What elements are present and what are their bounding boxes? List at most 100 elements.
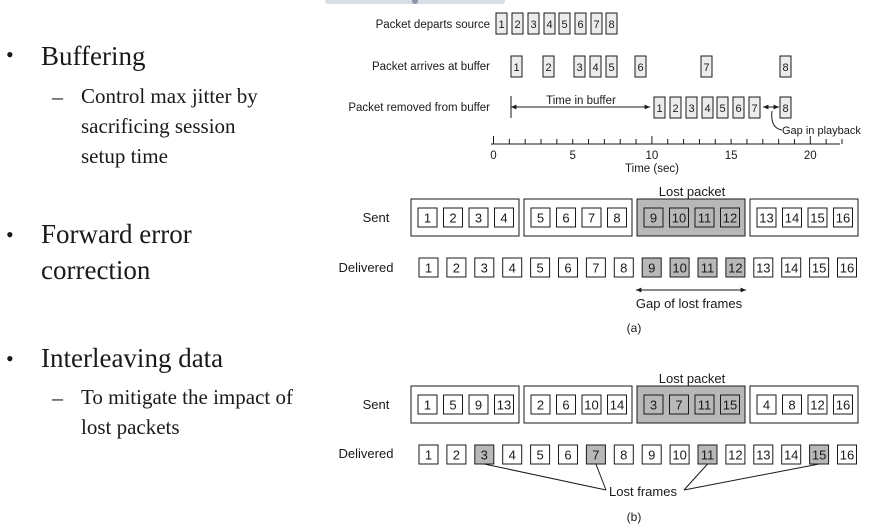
packet-arrives: 6 [634,55,647,78]
delivered-frame: 8 [613,444,634,465]
sub-bullet-dash: – [52,385,63,410]
packet-arrives: 3 [573,55,586,78]
sent-frame: 11 [694,394,715,415]
packet-departs: 4 [543,12,556,35]
bullet-fec-line1: Forward error [41,219,192,249]
sent-frame-label: 1 [424,398,431,413]
delivered-frame: 15 [809,257,830,278]
sent-frame: 13 [756,207,777,228]
packet-arrives-label: 8 [782,62,788,74]
sent-frame: 10 [581,394,602,415]
packet-removed-label: 1 [656,103,662,115]
delivered-frame-label: 10 [672,448,686,463]
packet-removed: 2 [669,96,682,119]
packet-removed: 7 [748,96,761,119]
sent-frame-label: 5 [537,211,544,226]
sent-frame-label: 9 [475,398,482,413]
delivered-frame-label: 16 [840,448,854,463]
sent-frame-label: 10 [584,398,598,413]
delivered-frame: 3 [474,444,495,465]
delivered-frame: 7 [585,257,606,278]
delivered-frame: 6 [558,444,578,465]
delivered-frame: 8 [613,257,634,278]
delivered-frame: 13 [753,257,774,278]
sub-bullet-dash: – [52,84,63,109]
sent-frame: 9 [468,394,489,415]
delivered-frame: 14 [781,257,802,278]
sent-frame-label: 14 [785,211,799,226]
sent-frame: 14 [607,394,627,415]
packet-arrives-label: 2 [545,62,551,74]
packet-departs-label: 8 [608,19,614,31]
lost-frame-connector [595,463,607,491]
bullet-dot: • [6,42,14,67]
lost-frame-connector [484,463,607,491]
delivered-frame-label: 14 [784,448,798,463]
delivered-frame-label: 15 [812,261,826,276]
time-in-buffer-label: Time in buffer [546,95,616,107]
sub-bullet-line: setup time [81,144,168,168]
packet-arrives-label: 7 [703,62,709,74]
lost-frame-connector [683,463,708,491]
lost-frames-label: Lost frames [609,484,677,499]
packet-removed-label: 2 [672,103,678,115]
sent-label-a: Sent [363,210,390,225]
delivered-frame: 12 [725,444,746,465]
packet-removed-label: 8 [782,103,788,115]
delivered-frame-label: 13 [756,261,770,276]
packet-departs-label: 4 [546,19,552,31]
sent-frame: 15 [807,207,828,228]
delivered-frame: 4 [502,444,523,465]
delivered-frame: 1 [418,444,439,465]
sent-frame-label: 13 [759,211,773,226]
delivered-frame-label: 5 [536,261,543,276]
sent-frame-label: 1 [424,211,431,226]
packet-arrives: 1 [510,55,523,78]
caption-a: (a) [627,321,642,335]
delivered-frame-label: 15 [812,448,826,463]
sent-frame: 1 [417,207,438,228]
delivered-label-a: Delivered [339,260,394,275]
sent-frame-label: 4 [500,211,507,226]
packet-arrives: 5 [605,55,618,78]
time-axis-label: Time (sec) [625,163,679,175]
packet-removed-label: 6 [735,103,741,115]
sent-frame-label: 3 [650,398,657,413]
sub-bullet-line: Control max jitter by [81,84,258,108]
sent-frame: 4 [494,207,514,228]
sub-bullet-line: sacrificing session [81,114,236,138]
sent-frame: 14 [782,207,802,228]
delivered-frame: 13 [753,444,774,465]
sent-frame: 4 [756,394,777,415]
sent-frame-label: 16 [836,398,850,413]
delivered-frame-label: 6 [564,261,571,276]
lost-packet-label-a: Lost packet [659,184,726,199]
axis-tick-label: 10 [646,150,659,162]
packet-removed-label: 7 [751,103,757,115]
packet-arrives: 2 [542,55,555,78]
packet-arrives-label: 3 [576,62,582,74]
row-label-removed: Packet removed from buffer [348,102,490,114]
delivered-frame-label: 3 [481,261,488,276]
packet-removed-label: 4 [704,103,710,115]
packet-removed: 3 [685,96,698,119]
delivered-frame: 11 [697,257,718,278]
sent-frame: 13 [494,394,514,415]
sent-frame-label: 6 [562,211,569,226]
packet-departs-label: 6 [577,19,583,31]
packet-departs-label: 7 [593,19,599,31]
delivered-frame-label: 12 [728,448,742,463]
delivered-frame: 5 [530,444,551,465]
sent-frame-label: 4 [763,398,770,413]
delivered-frame-label: 16 [840,261,854,276]
packet-departs: 1 [495,12,508,35]
delivered-frame: 9 [641,257,662,278]
sent-frame: 2 [443,207,463,228]
sent-frame: 3 [468,207,489,228]
delivered-frame-label: 1 [425,448,432,463]
sent-frame-label: 10 [672,211,686,226]
sent-frame: 5 [530,207,551,228]
sent-frame-label: 2 [449,211,456,226]
delivered-frame: 12 [725,257,746,278]
